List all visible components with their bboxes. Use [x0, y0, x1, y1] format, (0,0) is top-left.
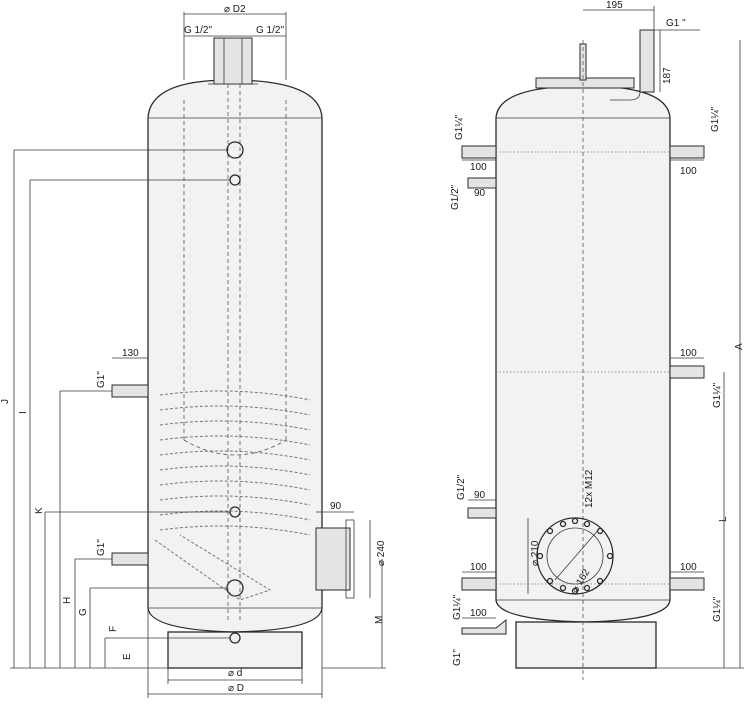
g114-right-top-label: G1¼"	[709, 106, 721, 132]
right-pipe-left-5	[461, 618, 507, 635]
dim-e-label: E	[122, 653, 133, 660]
right-view: 195 G1 " 187 A L G1¼" G1¼" G1¼" G1¼" G1¼…	[450, 0, 745, 680]
g1-lower-label: G1"	[96, 539, 107, 556]
left-dimensions: J I K H G F E 130 G1" G1" M 90 ⌀ 240	[0, 4, 387, 698]
right-pipe-left-1	[461, 145, 497, 159]
right-pipe-left-3	[467, 507, 497, 519]
dim-h-label: H	[62, 597, 73, 604]
left-top-neck	[213, 37, 253, 85]
left-tank-body	[147, 79, 323, 633]
dim-90-b-label: 90	[474, 490, 486, 501]
dim-m-label: M	[374, 616, 385, 624]
g114-right-mid-label: G1¼"	[711, 382, 723, 408]
g12-left-label: G 1/2"	[184, 25, 212, 36]
dim-a-label: A	[734, 343, 745, 350]
right-flange	[536, 517, 614, 595]
dim-d2-label: ⌀ D2	[224, 4, 246, 15]
dim-210-label: ⌀ 210	[530, 540, 541, 566]
dim-90-flange-label: 90	[330, 501, 342, 512]
dim-100-e-label: 100	[680, 562, 697, 573]
g1-bottom-label: G1"	[452, 649, 463, 666]
dim-240-label: ⌀ 240	[376, 540, 387, 566]
g114-right-bottom-label: G1¼"	[711, 596, 723, 622]
left-view: J I K H G F E 130 G1" G1" M 90 ⌀ 240	[0, 4, 387, 698]
left-pipe-lower	[111, 552, 149, 566]
dim-100-d-label: 100	[470, 562, 487, 573]
right-pipe-right-3	[669, 577, 705, 591]
dim-100-b-label: 100	[680, 166, 697, 177]
dim-187-label: 187	[662, 67, 673, 84]
g12-side-top-label: G1/2"	[450, 184, 461, 210]
right-pipe-right-2	[669, 365, 705, 379]
g114-left-top-label: G1¼"	[453, 114, 465, 140]
dim-130-label: 130	[122, 348, 139, 359]
dim-100-f-label: 100	[470, 608, 487, 619]
dim-i-label: I	[18, 411, 29, 414]
g1-upper-label: G1"	[96, 371, 107, 388]
right-pipe-left-2	[467, 177, 497, 189]
right-pipe-right-1	[669, 145, 705, 159]
dim-f-label: F	[108, 626, 119, 632]
dim-100-a-label: 100	[470, 162, 487, 173]
right-dimensions: 195 G1 " 187 A L G1¼" G1¼" G1¼" G1¼" G1¼…	[450, 0, 745, 669]
left-flange	[315, 527, 351, 591]
left-stand	[167, 631, 303, 669]
right-stand	[515, 621, 657, 669]
g12-side-mid-label: G1/2"	[456, 474, 467, 500]
heat-exchanger-coil	[154, 390, 311, 601]
right-top-pipe	[639, 29, 655, 93]
dim-90-a-label: 90	[474, 188, 486, 199]
g114-left-bottom-label: G1¼"	[451, 594, 463, 620]
right-tank-body	[495, 85, 671, 623]
dim-195-label: 195	[606, 0, 623, 11]
dim-l-label: L	[718, 516, 729, 522]
dim-small-d-label: ⌀ d	[228, 668, 242, 679]
dim-j-label: J	[0, 399, 11, 404]
dim-g-label: G	[78, 608, 89, 616]
g12-right-label: G 1/2"	[256, 25, 284, 36]
dim-m12-label: 12x M12	[584, 469, 595, 508]
left-pipe-upper	[111, 384, 149, 398]
dim-100-c-label: 100	[680, 348, 697, 359]
dim-big-d-label: ⌀ D	[228, 683, 244, 694]
g1-top-right-label: G1 "	[666, 18, 686, 29]
dim-k-label: K	[34, 507, 45, 514]
right-pipe-left-4	[461, 577, 497, 591]
